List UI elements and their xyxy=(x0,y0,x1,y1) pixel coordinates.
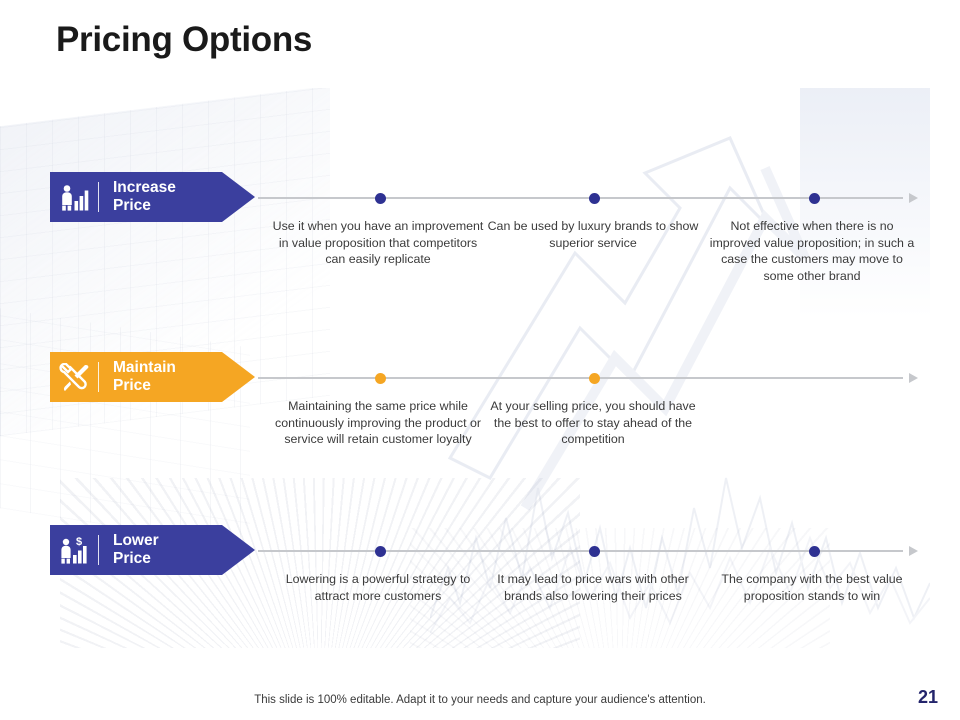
svg-text:$: $ xyxy=(76,536,82,548)
text-increase-price-2: Can be used by luxury brands to show sup… xyxy=(487,219,699,250)
milestone-dot-1 xyxy=(375,546,386,557)
wrench-screwdriver-icon xyxy=(50,352,98,402)
text-increase-price-1: Use it when you have an improvement in v… xyxy=(272,219,484,266)
label-text-increase-price: Increase Price xyxy=(99,172,255,222)
connector-line xyxy=(258,197,903,199)
label-line-2: Price xyxy=(113,197,151,214)
milestone-dot-2 xyxy=(589,373,600,384)
person-bar-chart-icon xyxy=(50,172,98,222)
connector-arrow-icon xyxy=(909,193,918,203)
milestone-dot-1 xyxy=(375,373,386,384)
row-maintain-price: Maintain Price Maintaining the same pric… xyxy=(0,352,960,482)
row-increase-price: Increase Price Use it when you have an i… xyxy=(0,172,960,302)
text-maintain-price-2: At your selling price, you should have t… xyxy=(490,399,696,446)
label-block-lower-price[interactable]: $ Lower Price xyxy=(50,525,255,575)
milestone-dot-1 xyxy=(375,193,386,204)
row-lower-price: $ Lower Price Lowering is a powerful str… xyxy=(0,525,960,655)
arrow-banner-shape xyxy=(50,352,255,402)
arrow-banner-shape xyxy=(50,525,255,575)
label-block-increase-price[interactable]: Increase Price xyxy=(50,172,255,222)
milestone-dot-3 xyxy=(809,193,820,204)
milestone-dot-3 xyxy=(809,546,820,557)
text-lower-price-1: Lowering is a powerful strategy to attra… xyxy=(285,572,471,603)
text-lower-price-3: The company with the best value proposit… xyxy=(721,572,903,603)
connector-track-increase-price xyxy=(258,193,918,204)
background-chevron-arrow-icon xyxy=(447,136,810,511)
connector-arrow-icon xyxy=(909,373,918,383)
milestone-dot-2 xyxy=(589,546,600,557)
label-text-lower-price: Lower Price xyxy=(99,525,255,575)
arrow-banner-shape xyxy=(50,172,255,222)
label-line-2: Price xyxy=(113,377,151,394)
connector-arrow-icon xyxy=(909,546,918,556)
footer-note: This slide is 100% editable. Adapt it to… xyxy=(254,694,706,706)
text-increase-price-3: Not effective when there is no improved … xyxy=(709,219,915,283)
milestone-dot-2 xyxy=(589,193,600,204)
text-lower-price-2: It may lead to price wars with other bra… xyxy=(497,572,689,603)
label-line-1: Increase xyxy=(113,179,176,196)
connector-track-maintain-price xyxy=(258,373,918,384)
text-maintain-price-1: Maintaining the same price while continu… xyxy=(275,399,481,446)
connector-line xyxy=(258,377,903,379)
page-title: Pricing Options xyxy=(56,20,313,59)
page-number: 21 xyxy=(917,687,938,707)
label-line-1: Lower xyxy=(113,532,159,549)
label-line-1: Maintain xyxy=(113,359,176,376)
label-line-2: Price xyxy=(113,550,151,567)
connector-line xyxy=(258,550,903,552)
label-block-maintain-price[interactable]: Maintain Price xyxy=(50,352,255,402)
connector-track-lower-price xyxy=(258,546,918,557)
label-text-maintain-price: Maintain Price xyxy=(99,352,255,402)
person-dollar-bar-icon: $ xyxy=(50,525,98,575)
